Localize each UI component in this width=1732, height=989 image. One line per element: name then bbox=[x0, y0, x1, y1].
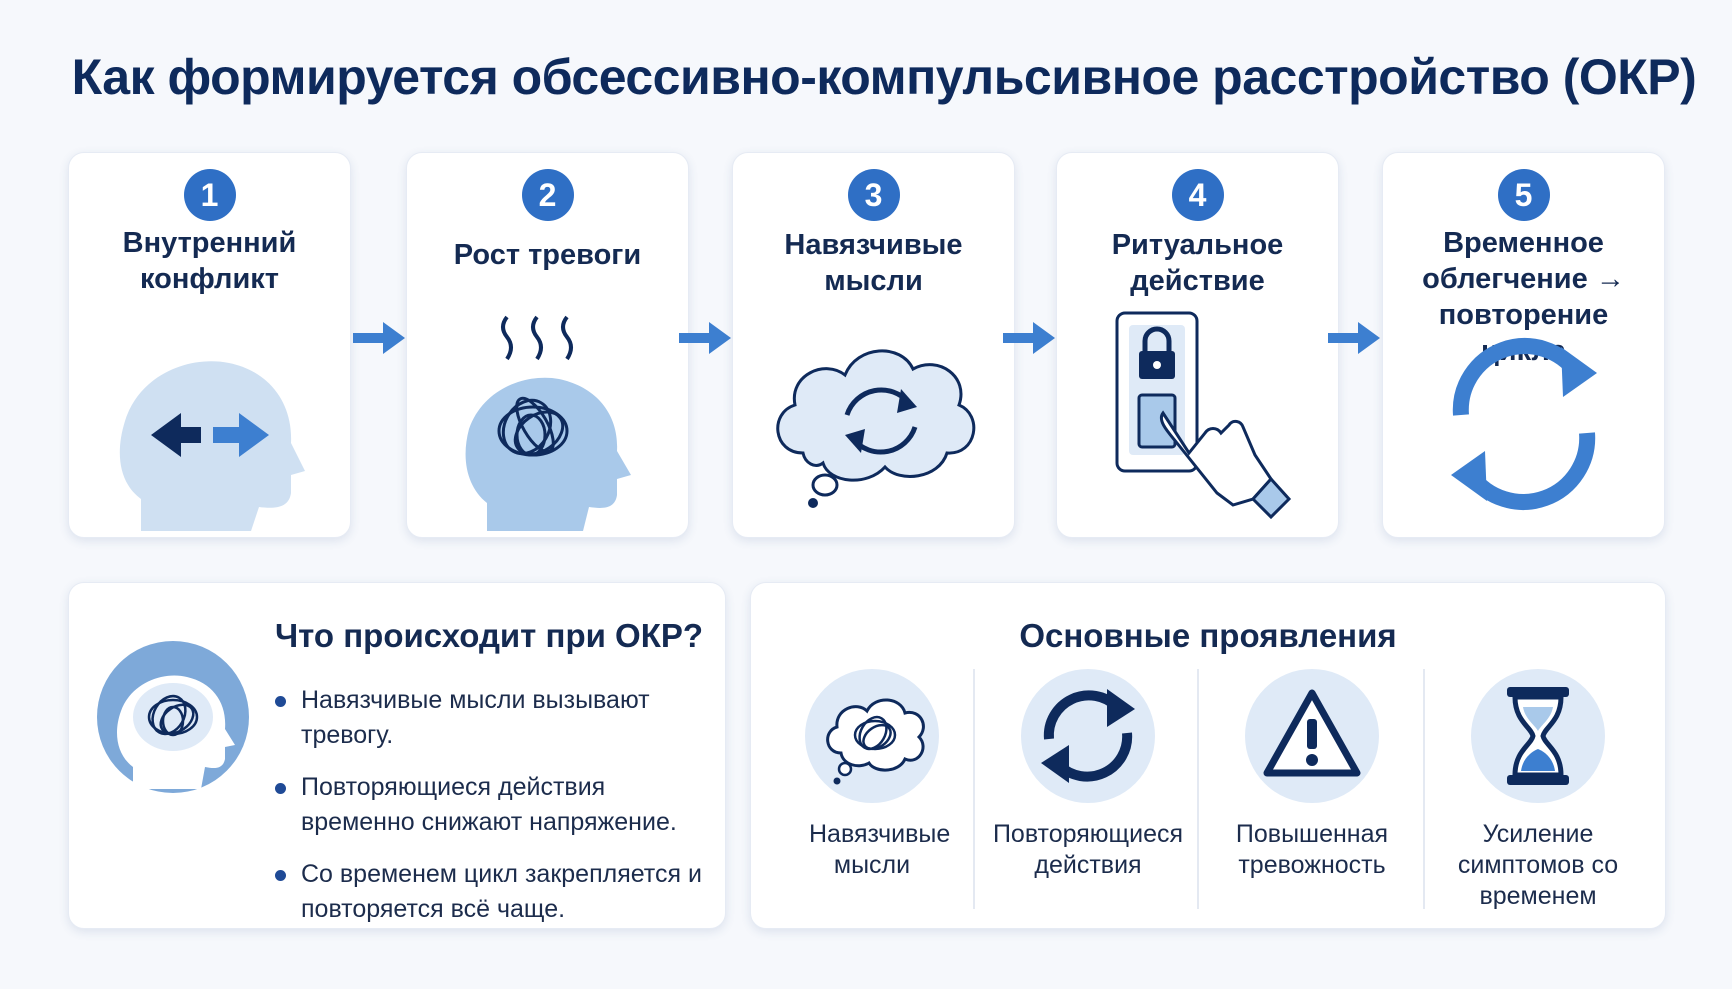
divider bbox=[1197, 669, 1199, 909]
arrow-right-icon bbox=[1003, 322, 1055, 354]
manifestation-item: Усиление симптомов со временем bbox=[1425, 669, 1651, 919]
hand-lock-icon bbox=[1115, 311, 1292, 520]
divider bbox=[973, 669, 975, 909]
step-label: Ритуальное действие bbox=[1111, 229, 1284, 297]
step-number-badge: 1 bbox=[183, 169, 236, 221]
arrow-right-icon bbox=[353, 322, 405, 354]
step-label: Навязчивые мысли bbox=[784, 229, 963, 297]
arrow-right-icon bbox=[679, 322, 731, 354]
step-label: Рост тревоги bbox=[453, 239, 642, 271]
what-happens-heading: Что происходит при ОКР? bbox=[275, 617, 704, 654]
step-number-badge: 2 bbox=[521, 169, 574, 221]
step-card-1: 1 Внутренний конфликт bbox=[68, 152, 351, 538]
manifestation-item: Повторяющиеся действия bbox=[975, 669, 1201, 919]
step-number-badge: 4 bbox=[1171, 169, 1224, 221]
manifestation-label: Повышенная тревожность bbox=[1235, 820, 1389, 879]
step-card-2: 2 Рост тревоги bbox=[406, 152, 689, 538]
step-number-badge: 3 bbox=[847, 169, 900, 221]
step-card-3: 3 Навязчивые мысли bbox=[732, 152, 1015, 538]
manifestation-item: Повышенная тревожность bbox=[1199, 669, 1425, 919]
page-title: Как формируется обсессивно-компульсивное… bbox=[71, 49, 1697, 105]
manifestation-label: Навязчивые мысли bbox=[809, 820, 951, 879]
step-card-4: 4 Ритуальное действие bbox=[1056, 152, 1339, 538]
manifestations-panel: Основные проявления Навязчивые мысли bbox=[750, 582, 1666, 929]
what-happens-list: Навязчивые мысли вызывают тревогу. Повто… bbox=[275, 683, 715, 944]
divider bbox=[1423, 669, 1425, 909]
list-item: Со временем цикл закрепляется и повторяе… bbox=[275, 857, 715, 927]
head-tangle-icon bbox=[465, 315, 631, 531]
manifestation-label: Усиление симптомов со временем bbox=[1457, 820, 1619, 910]
arrow-right-icon bbox=[1328, 322, 1380, 354]
step-label: Внутренний конфликт bbox=[122, 227, 297, 295]
list-item: Навязчивые мысли вызывают тревогу. bbox=[275, 683, 715, 753]
repeat-icon bbox=[1041, 689, 1135, 783]
cycle-arrows-icon bbox=[1451, 338, 1597, 510]
head-tangle-icon bbox=[97, 641, 249, 793]
manifestation-item: Навязчивые мысли bbox=[759, 669, 985, 919]
hourglass-icon bbox=[1507, 687, 1569, 785]
manifestations-heading: Основные проявления bbox=[1019, 617, 1397, 654]
what-happens-panel: Что происходит при ОКР? Навязчивые мысли… bbox=[68, 582, 726, 929]
step-card-5: 5 Временное облегчение → повторение цикл… bbox=[1382, 152, 1665, 538]
thought-cloud-cycle-icon bbox=[776, 349, 976, 508]
manifestation-label: Повторяющиеся действия bbox=[992, 820, 1184, 879]
thought-tangle-icon bbox=[826, 698, 925, 785]
head-arrows-icon bbox=[119, 361, 305, 531]
warning-icon bbox=[1263, 689, 1361, 777]
list-item: Повторяющиеся действия временно снижают … bbox=[275, 770, 715, 840]
step-number-badge: 5 bbox=[1497, 169, 1550, 221]
